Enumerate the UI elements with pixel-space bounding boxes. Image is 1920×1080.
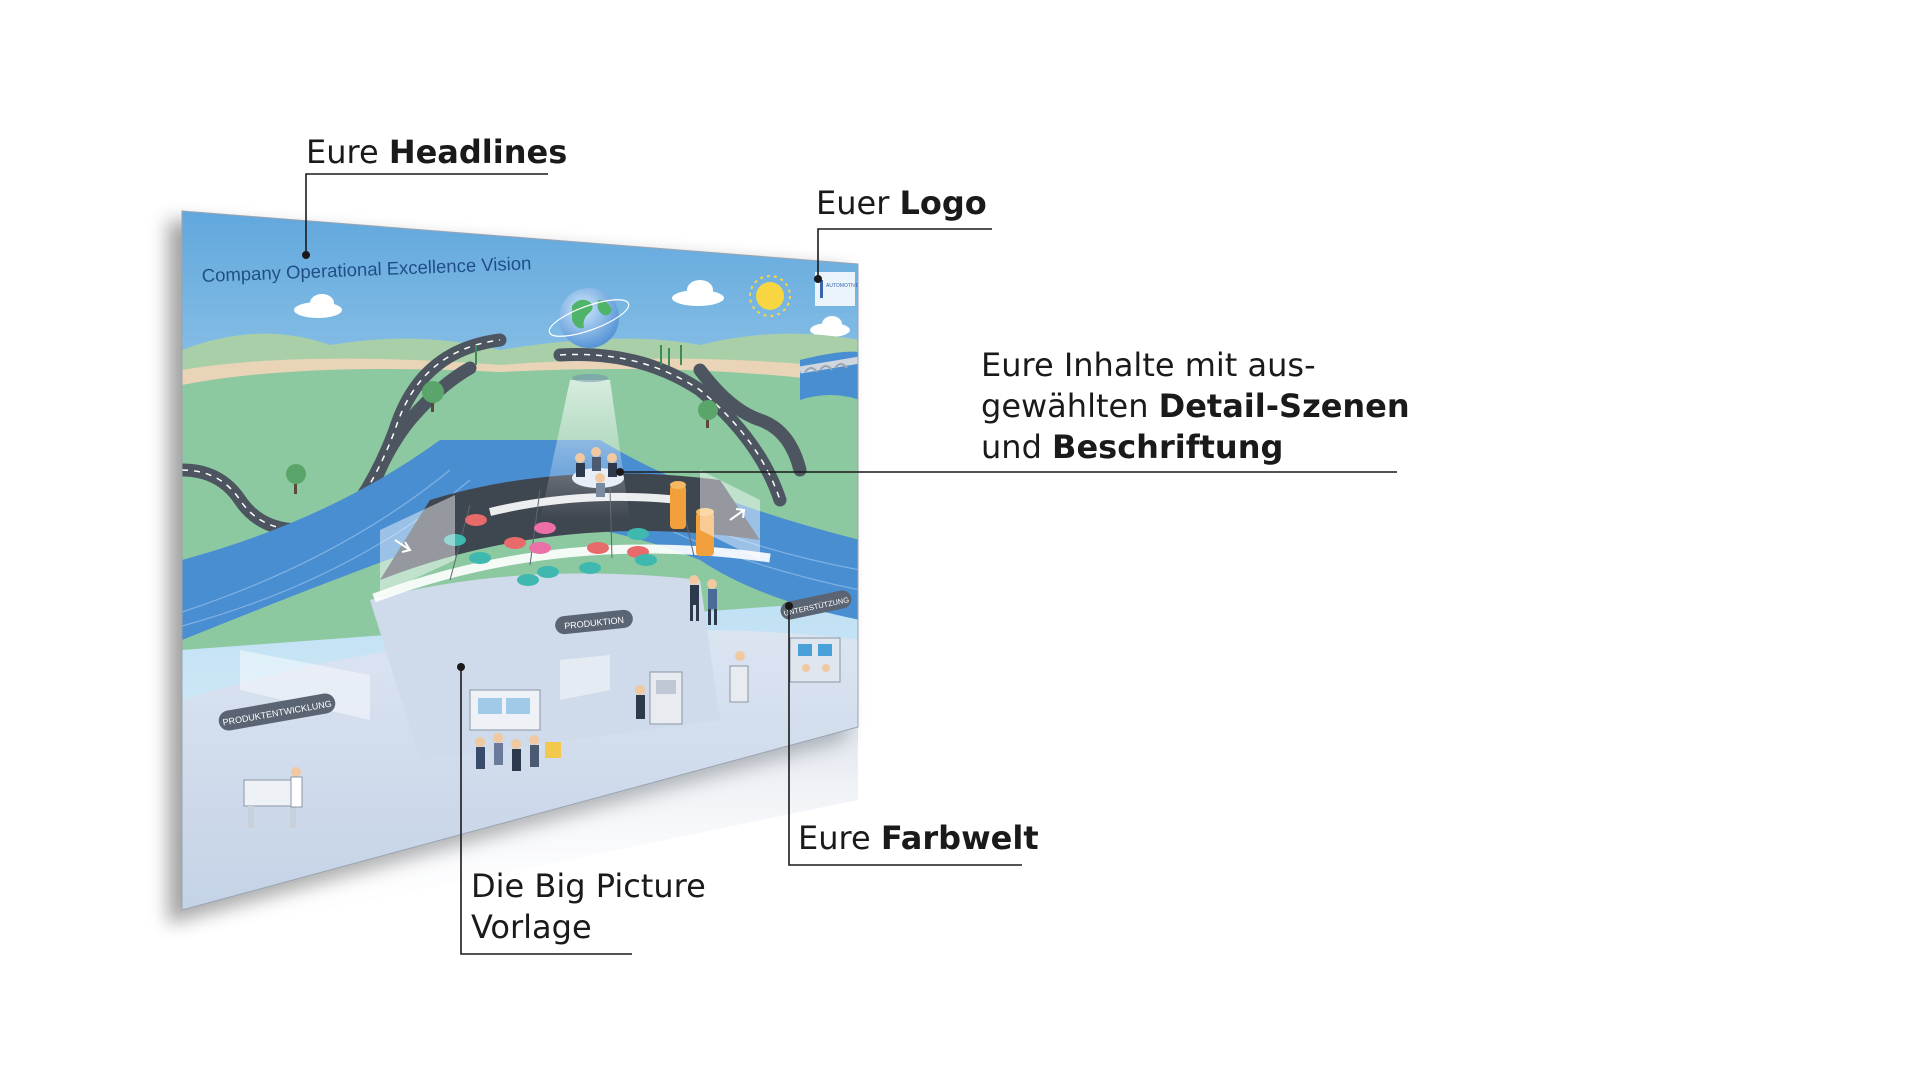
meeting-scene — [572, 447, 624, 497]
callout-headlines-prefix: Eure — [306, 133, 389, 171]
poster-reflection — [182, 727, 858, 940]
callout-inhalte-line2-bold: Detail-Szenen — [1158, 387, 1410, 425]
cloud-icon — [294, 280, 850, 337]
product-discs — [444, 514, 657, 586]
callout-logo-bold: Logo — [899, 184, 987, 222]
leader-line-bigpicture — [460, 667, 632, 955]
bridge — [799, 356, 858, 374]
svg-text:AUTOMOTIVE: AUTOMOTIVE — [826, 283, 860, 289]
tree-icon — [286, 345, 718, 494]
callout-headlines: Eure Headlines — [306, 132, 567, 173]
leader-dots — [302, 251, 822, 671]
callout-inhalte-line1: Eure Inhalte mit aus- — [981, 346, 1316, 384]
arrow-icon — [394, 508, 746, 553]
leader-line-logo — [817, 228, 992, 279]
callout-headlines-bold: Headlines — [388, 133, 568, 171]
globe-icon — [548, 288, 630, 382]
support-scene — [789, 637, 841, 683]
zone-label-produktion: PRODUKTION — [555, 609, 633, 635]
callout-bigpicture: Die Big Picture Vorlage — [471, 866, 706, 948]
callout-inhalte-line3-bold: Beschriftung — [1052, 428, 1284, 466]
poster-frame — [181, 210, 859, 911]
machine-scene — [635, 651, 749, 725]
workers-scene — [689, 575, 717, 625]
callout-bigpicture-line2: Vorlage — [471, 908, 592, 946]
callout-logo-prefix: Euer — [816, 184, 900, 222]
callout-farbwelt: Eure Farbwelt — [798, 818, 1039, 859]
callout-farbwelt-bold: Farbwelt — [880, 819, 1039, 857]
development-team-scene — [469, 689, 561, 771]
callout-inhalte: Eure Inhalte mit aus- gewählten Detail-S… — [981, 345, 1410, 468]
leader-lines — [305, 173, 1397, 955]
leader-line-headlines — [305, 173, 548, 255]
leader-line-farbwelt — [788, 606, 1022, 866]
callout-bigpicture-line1: Die Big Picture — [471, 867, 706, 905]
lab-scene — [243, 767, 303, 828]
callout-inhalte-line3-prefix: und — [981, 428, 1053, 466]
callout-logo: Euer Logo — [816, 183, 987, 224]
callout-inhalte-line2-prefix: gewählten — [981, 387, 1159, 425]
sun-icon — [749, 275, 791, 317]
orange-containers — [670, 481, 714, 556]
callout-inhalte-line2: gewählten Detail-Szenen — [981, 386, 1410, 427]
poster-logo: AUTOMOTIVE — [815, 272, 860, 306]
road-markings — [182, 339, 781, 531]
glass-panels — [240, 470, 760, 720]
callout-inhalte-line3: und Beschriftung — [981, 427, 1410, 468]
callout-farbwelt-prefix: Eure — [798, 819, 881, 857]
